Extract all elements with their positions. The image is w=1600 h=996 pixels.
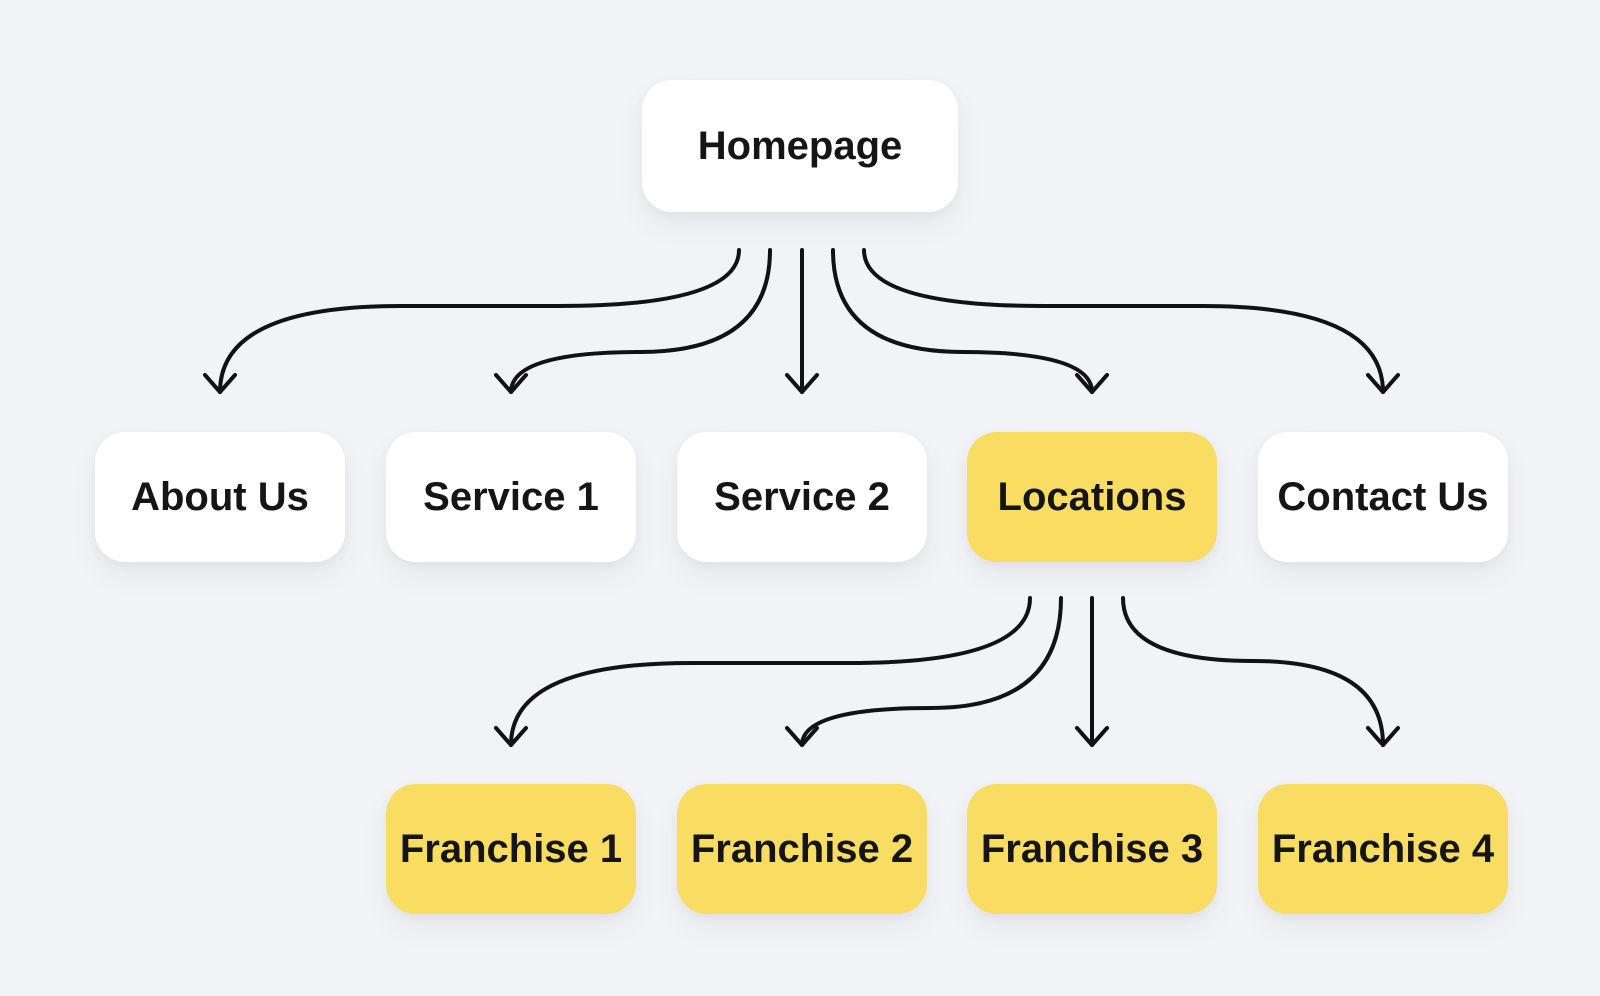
node-franchise-4: Franchise 4 bbox=[1258, 784, 1508, 914]
arrowhead-icon bbox=[1075, 373, 1109, 394]
node-franchise-1: Franchise 1 bbox=[386, 784, 636, 914]
node-service-2: Service 2 bbox=[677, 432, 927, 562]
node-label: Service 1 bbox=[423, 474, 599, 519]
node-label: Homepage bbox=[697, 123, 903, 168]
arrowhead-icon bbox=[494, 373, 528, 394]
arrowhead-icon bbox=[1075, 726, 1109, 747]
node-about-us: About Us bbox=[95, 432, 345, 562]
node-service-1: Service 1 bbox=[386, 432, 636, 562]
node-label: Service 2 bbox=[714, 474, 890, 519]
node-label: About Us bbox=[131, 474, 309, 519]
arrowhead-icon bbox=[494, 726, 528, 747]
node-label: Franchise 3 bbox=[980, 826, 1204, 871]
node-label: Franchise 2 bbox=[690, 826, 914, 871]
node-label: Franchise 1 bbox=[399, 826, 623, 871]
arrowhead-icon bbox=[1366, 726, 1400, 747]
edge-homepage-to-service_1 bbox=[509, 248, 772, 394]
node-label: Franchise 4 bbox=[1271, 826, 1495, 871]
node-label: Contact Us bbox=[1277, 474, 1489, 519]
node-contact-us: Contact Us bbox=[1258, 432, 1508, 562]
node-homepage: Homepage bbox=[642, 80, 958, 212]
edge-homepage-to-about_us bbox=[218, 248, 741, 394]
arrowhead-icon bbox=[203, 373, 237, 394]
node-franchise-3: Franchise 3 bbox=[967, 784, 1217, 914]
edge-homepage-to-contact_us bbox=[862, 248, 1385, 394]
edge-locations-to-franchise_2 bbox=[800, 596, 1063, 747]
edge-locations-to-franchise_1 bbox=[509, 596, 1032, 747]
edge-locations-to-franchise_4 bbox=[1121, 596, 1385, 747]
arrowhead-icon bbox=[785, 726, 819, 747]
arrowhead-icon bbox=[785, 373, 819, 394]
node-locations: Locations bbox=[967, 432, 1217, 562]
arrowhead-icon bbox=[1366, 373, 1400, 394]
node-label: Locations bbox=[997, 474, 1187, 519]
edge-homepage-to-locations bbox=[831, 248, 1094, 394]
node-franchise-2: Franchise 2 bbox=[677, 784, 927, 914]
